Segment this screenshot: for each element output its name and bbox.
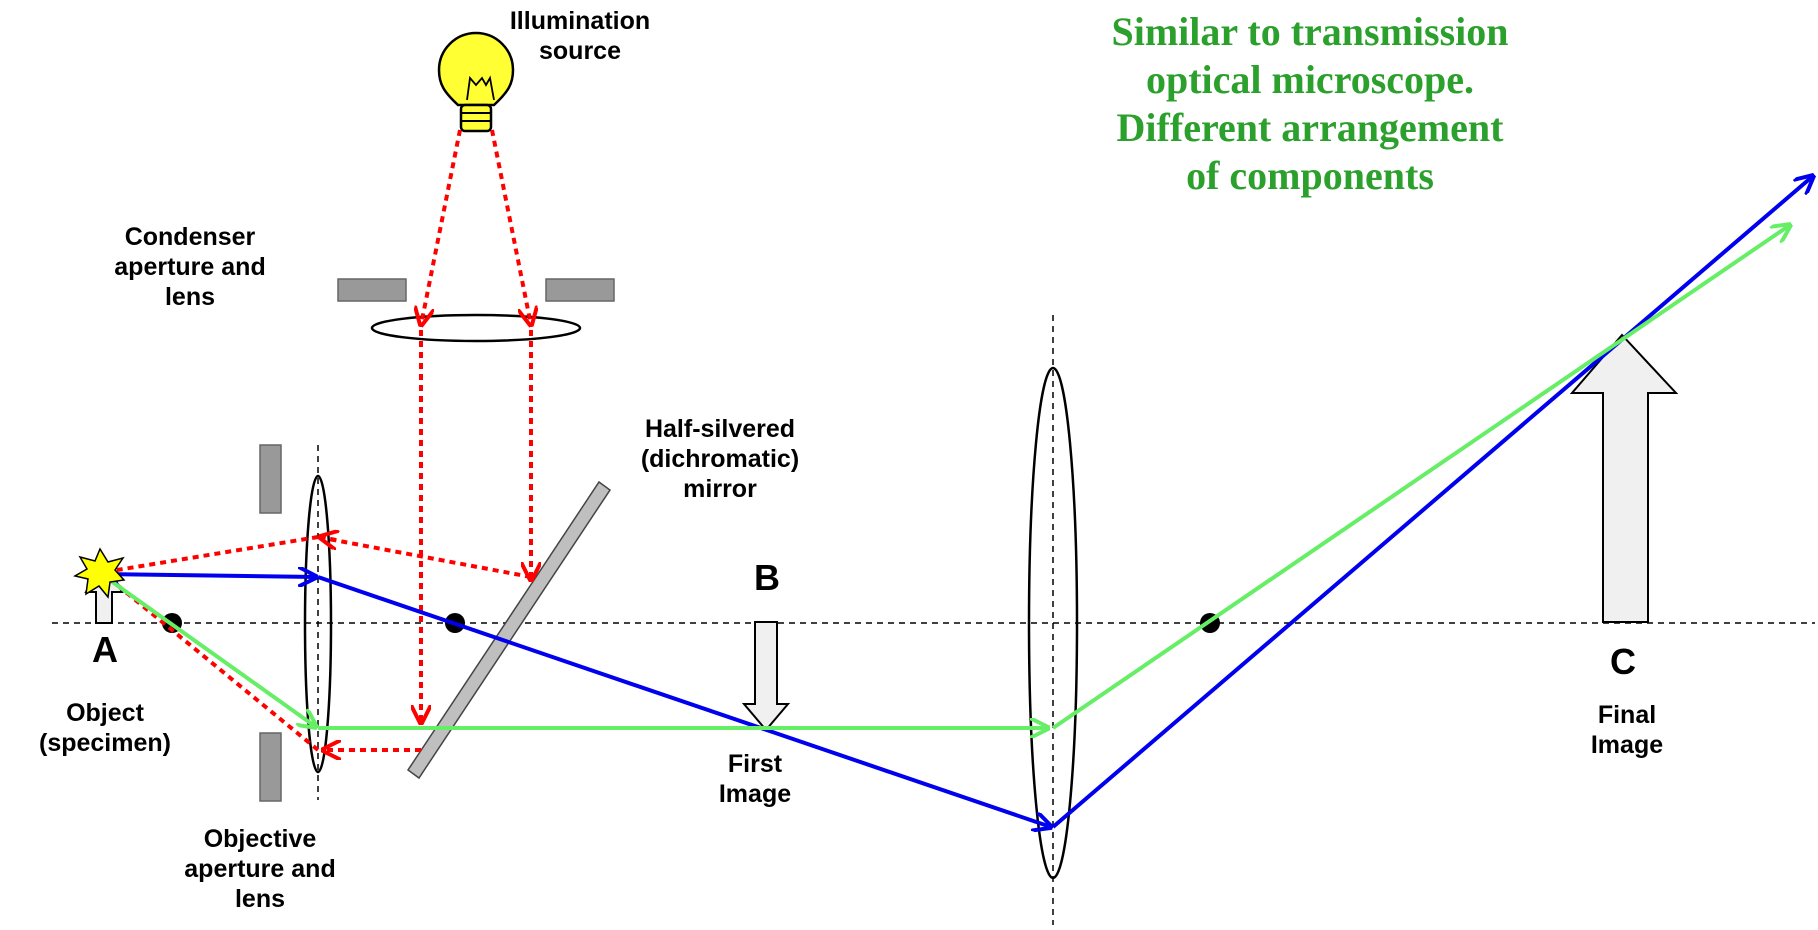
green-ray-path (102, 225, 1790, 730)
green-ray-1 (102, 574, 316, 727)
condenser-aperture-right (545, 278, 615, 302)
blue-ray-path (100, 176, 1813, 827)
point-b-label: B (754, 557, 780, 598)
blue-ray-3 (1051, 176, 1813, 829)
illum-ray-1 (421, 129, 462, 325)
illum-ray-5-head (320, 537, 336, 540)
illum-ray-7 (104, 535, 319, 574)
first-image-arrow (741, 621, 791, 732)
condenser-lens (370, 313, 582, 343)
light-bulb-icon (437, 31, 515, 133)
condenser-aperture-left (337, 278, 407, 302)
projector-lens (1027, 366, 1079, 880)
illum-ray-2 (490, 129, 531, 325)
headline-note: Similar to transmission optical microsco… (1111, 9, 1509, 198)
half-silvered-mirror-label: Half-silvered (dichromatic) mirror (640, 415, 800, 503)
condenser-label: Condenser aperture and lens (114, 223, 266, 311)
final-image-arrow (1569, 333, 1679, 623)
objective-label: Objective aperture and lens (184, 825, 336, 913)
illumination-source-label: Illumination source (509, 7, 651, 65)
point-c-label: C (1610, 641, 1636, 682)
objective-lens (303, 474, 333, 774)
point-a-label: A (92, 629, 118, 670)
objective-aperture-bottom (259, 732, 282, 802)
emission-star-icon (72, 547, 126, 599)
final-image-label: Final Image (1590, 701, 1664, 759)
object-specimen-label: Object (specimen) (39, 699, 171, 757)
blue-ray-2 (317, 575, 1051, 827)
illum-ray-5 (317, 535, 532, 579)
illum-ray-8 (103, 573, 320, 752)
half-silvered-mirror (406, 480, 612, 780)
blue-ray-1 (100, 574, 316, 577)
objective-aperture-top (259, 444, 282, 514)
green-ray-3 (1051, 225, 1790, 730)
first-image-label: First Image (718, 750, 792, 808)
